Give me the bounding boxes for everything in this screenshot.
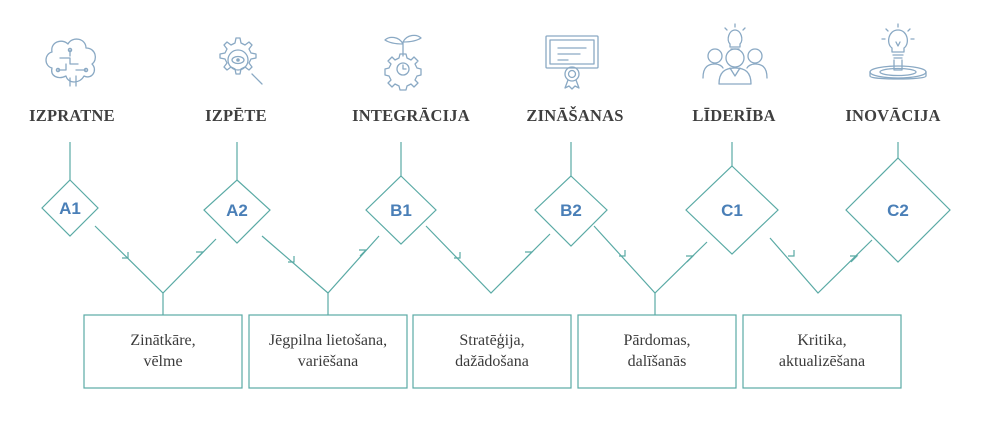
outcome-box-2: Jēgpilna lietošana, variēšana [248,314,408,389]
level-label-c2: C2 [887,201,909,220]
outcome-line-1a: Zinātkāre, [130,332,195,349]
outcome-line-3a: Stratēģija, [459,332,524,349]
level-diamond-a2: A2 [203,179,271,244]
outcome-line-2a: Jēgpilna lietošana, [269,332,387,349]
level-diamond-a1: A1 [41,179,99,237]
level-label-b2: B2 [560,201,582,220]
outcome-line-5b: aktualizēšana [779,353,865,370]
stage-title-2: IZPĒTE [205,106,267,125]
brain-icon [45,38,97,87]
level-diamond-c1: C1 [685,165,779,255]
outcome-line-2b: variēšana [298,353,358,370]
arrowheads [122,249,859,263]
outcome-line-3b: dažādošana [455,353,529,370]
stage-title-4: ZINĀŠANAS [526,106,623,125]
stage-title-3: INTEGRĀCIJA [352,106,470,125]
lightbulb-pedestal-icon [869,23,927,80]
outcome-line-4a: Pārdomas, [623,332,690,349]
plant-gear-icon [384,34,422,91]
level-label-c1: C1 [721,201,743,220]
stage-title-1: IZPRATNE [29,106,115,125]
level-diamond-c2: C2 [845,157,951,263]
level-diamond-b1: B1 [365,175,437,245]
outcome-box-3: Stratēģija, dažādošana [412,314,572,389]
outcome-box-1: Zinātkāre, vēlme [83,314,243,389]
outcome-box-4: Pārdomas, dalīšanās [577,314,737,389]
team-lightbulb-icon [702,23,768,85]
outcome-line-1b: vēlme [143,353,182,370]
level-diamond-b2: B2 [534,175,608,247]
stage-title-5: LĪDERĪBA [692,106,775,125]
stage-title-6: INOVĀCIJA [845,106,940,125]
outcome-box-5: Kritika, aktualizēšana [742,314,902,389]
stems [69,142,899,180]
outcome-line-5a: Kritika, [797,332,846,349]
level-label-b1: B1 [390,201,412,220]
level-label-a1: A1 [59,199,81,218]
certificate-icon [545,35,599,90]
gear-magnifier-icon [219,37,263,85]
level-label-a2: A2 [226,201,248,220]
outcome-line-4b: dalīšanās [628,353,687,370]
zigzag-connectors [94,225,873,315]
